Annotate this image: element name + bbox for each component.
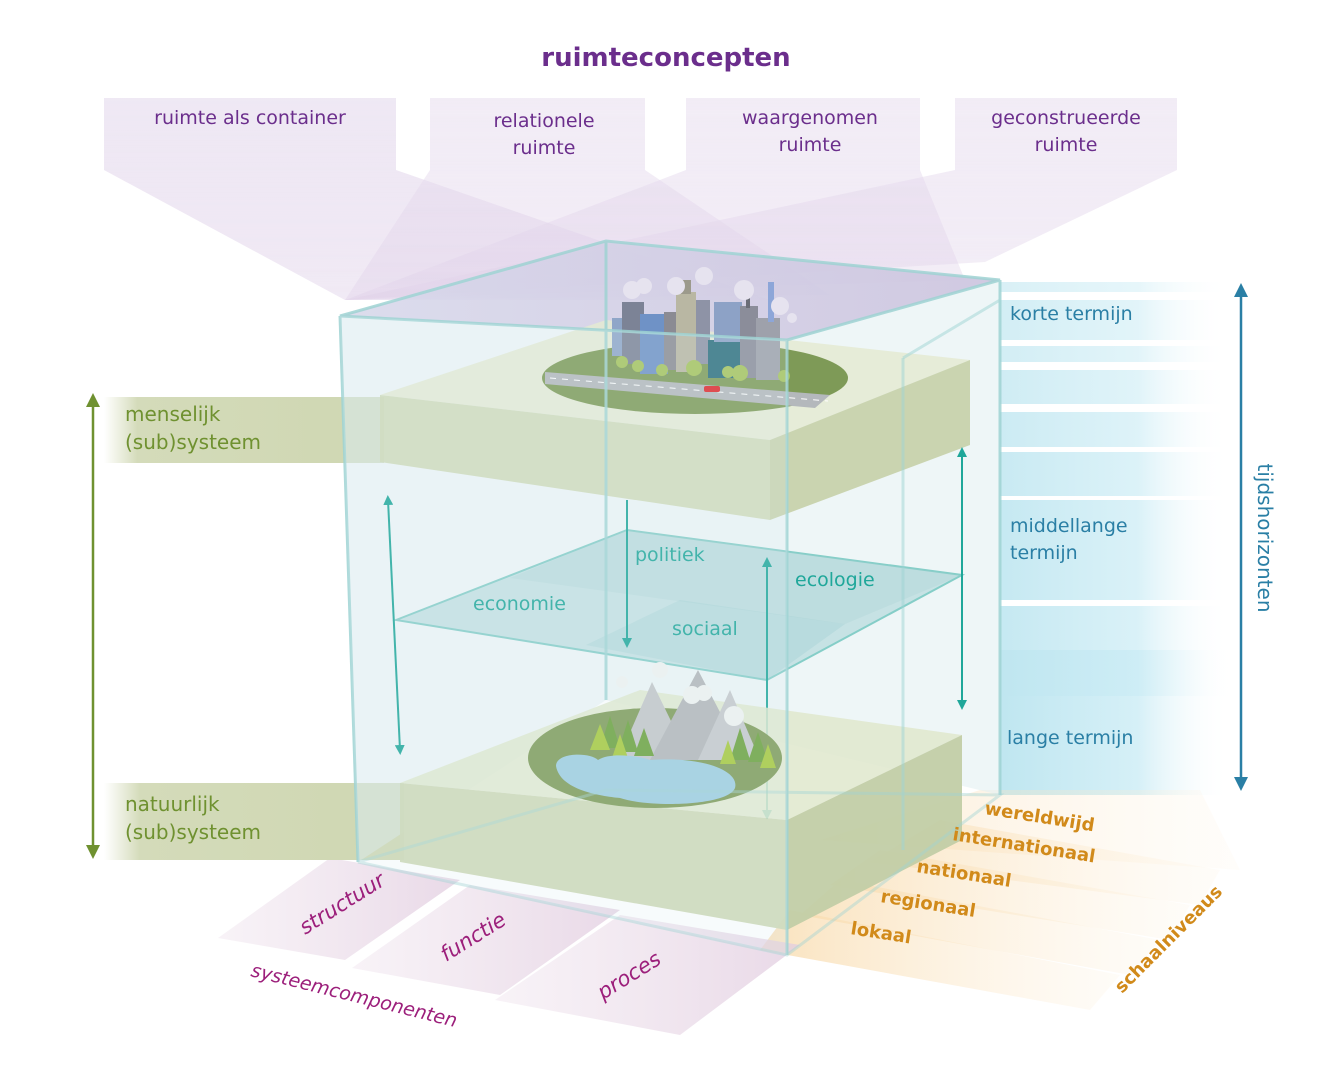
human-subsystem-band — [104, 397, 384, 463]
concept-constructed-line1: geconstrueerde — [991, 107, 1141, 129]
time-medium-line1: middellange — [1010, 515, 1128, 537]
concept-relational-line1: relationele — [493, 110, 594, 132]
system-component-bands — [218, 858, 800, 1035]
concept-perceived-line2: ruimte — [779, 134, 842, 156]
time-medium-line2: termijn — [1010, 542, 1078, 564]
concept-container-label: ruimte als container — [154, 107, 346, 129]
left-double-arrow — [383, 495, 405, 755]
time-horizon-axis-label: tijdshorizonten — [1253, 464, 1277, 613]
city-illustration — [542, 267, 848, 414]
domain-ecology: ecologie — [795, 569, 875, 591]
natural-subsystem-line2: (sub)systeem — [125, 820, 261, 844]
domain-politics: politiek — [635, 544, 705, 566]
concept-relational-line2: ruimte — [513, 137, 576, 159]
nature-illustration — [528, 662, 782, 808]
natural-subsystem-line1: natuurlijk — [125, 792, 220, 816]
concept-constructed-line2: ruimte — [1035, 134, 1098, 156]
time-long-label: lange termijn — [1007, 727, 1133, 749]
concept-perceived-line1: waargenomen — [742, 107, 878, 129]
domain-plane — [392, 528, 966, 682]
time-short-label: korte termijn — [1010, 303, 1133, 325]
natural-subsystem-band — [104, 783, 404, 860]
time-horizon-bands — [1000, 282, 1230, 795]
human-subsystem-line1: menselijk — [125, 402, 221, 426]
diagram-title: ruimteconcepten — [541, 43, 790, 73]
domain-labels: politiek ecologie economie sociaal — [473, 544, 875, 640]
glass-cube-front-pane — [340, 316, 787, 955]
human-subsystem-line2: (sub)systeem — [125, 430, 261, 454]
glass-cube-frame — [338, 239, 1005, 957]
domain-social: sociaal — [672, 618, 738, 640]
space-concept-labels: ruimte als container relationele ruimte … — [154, 107, 1141, 159]
domain-economy: economie — [473, 593, 566, 615]
